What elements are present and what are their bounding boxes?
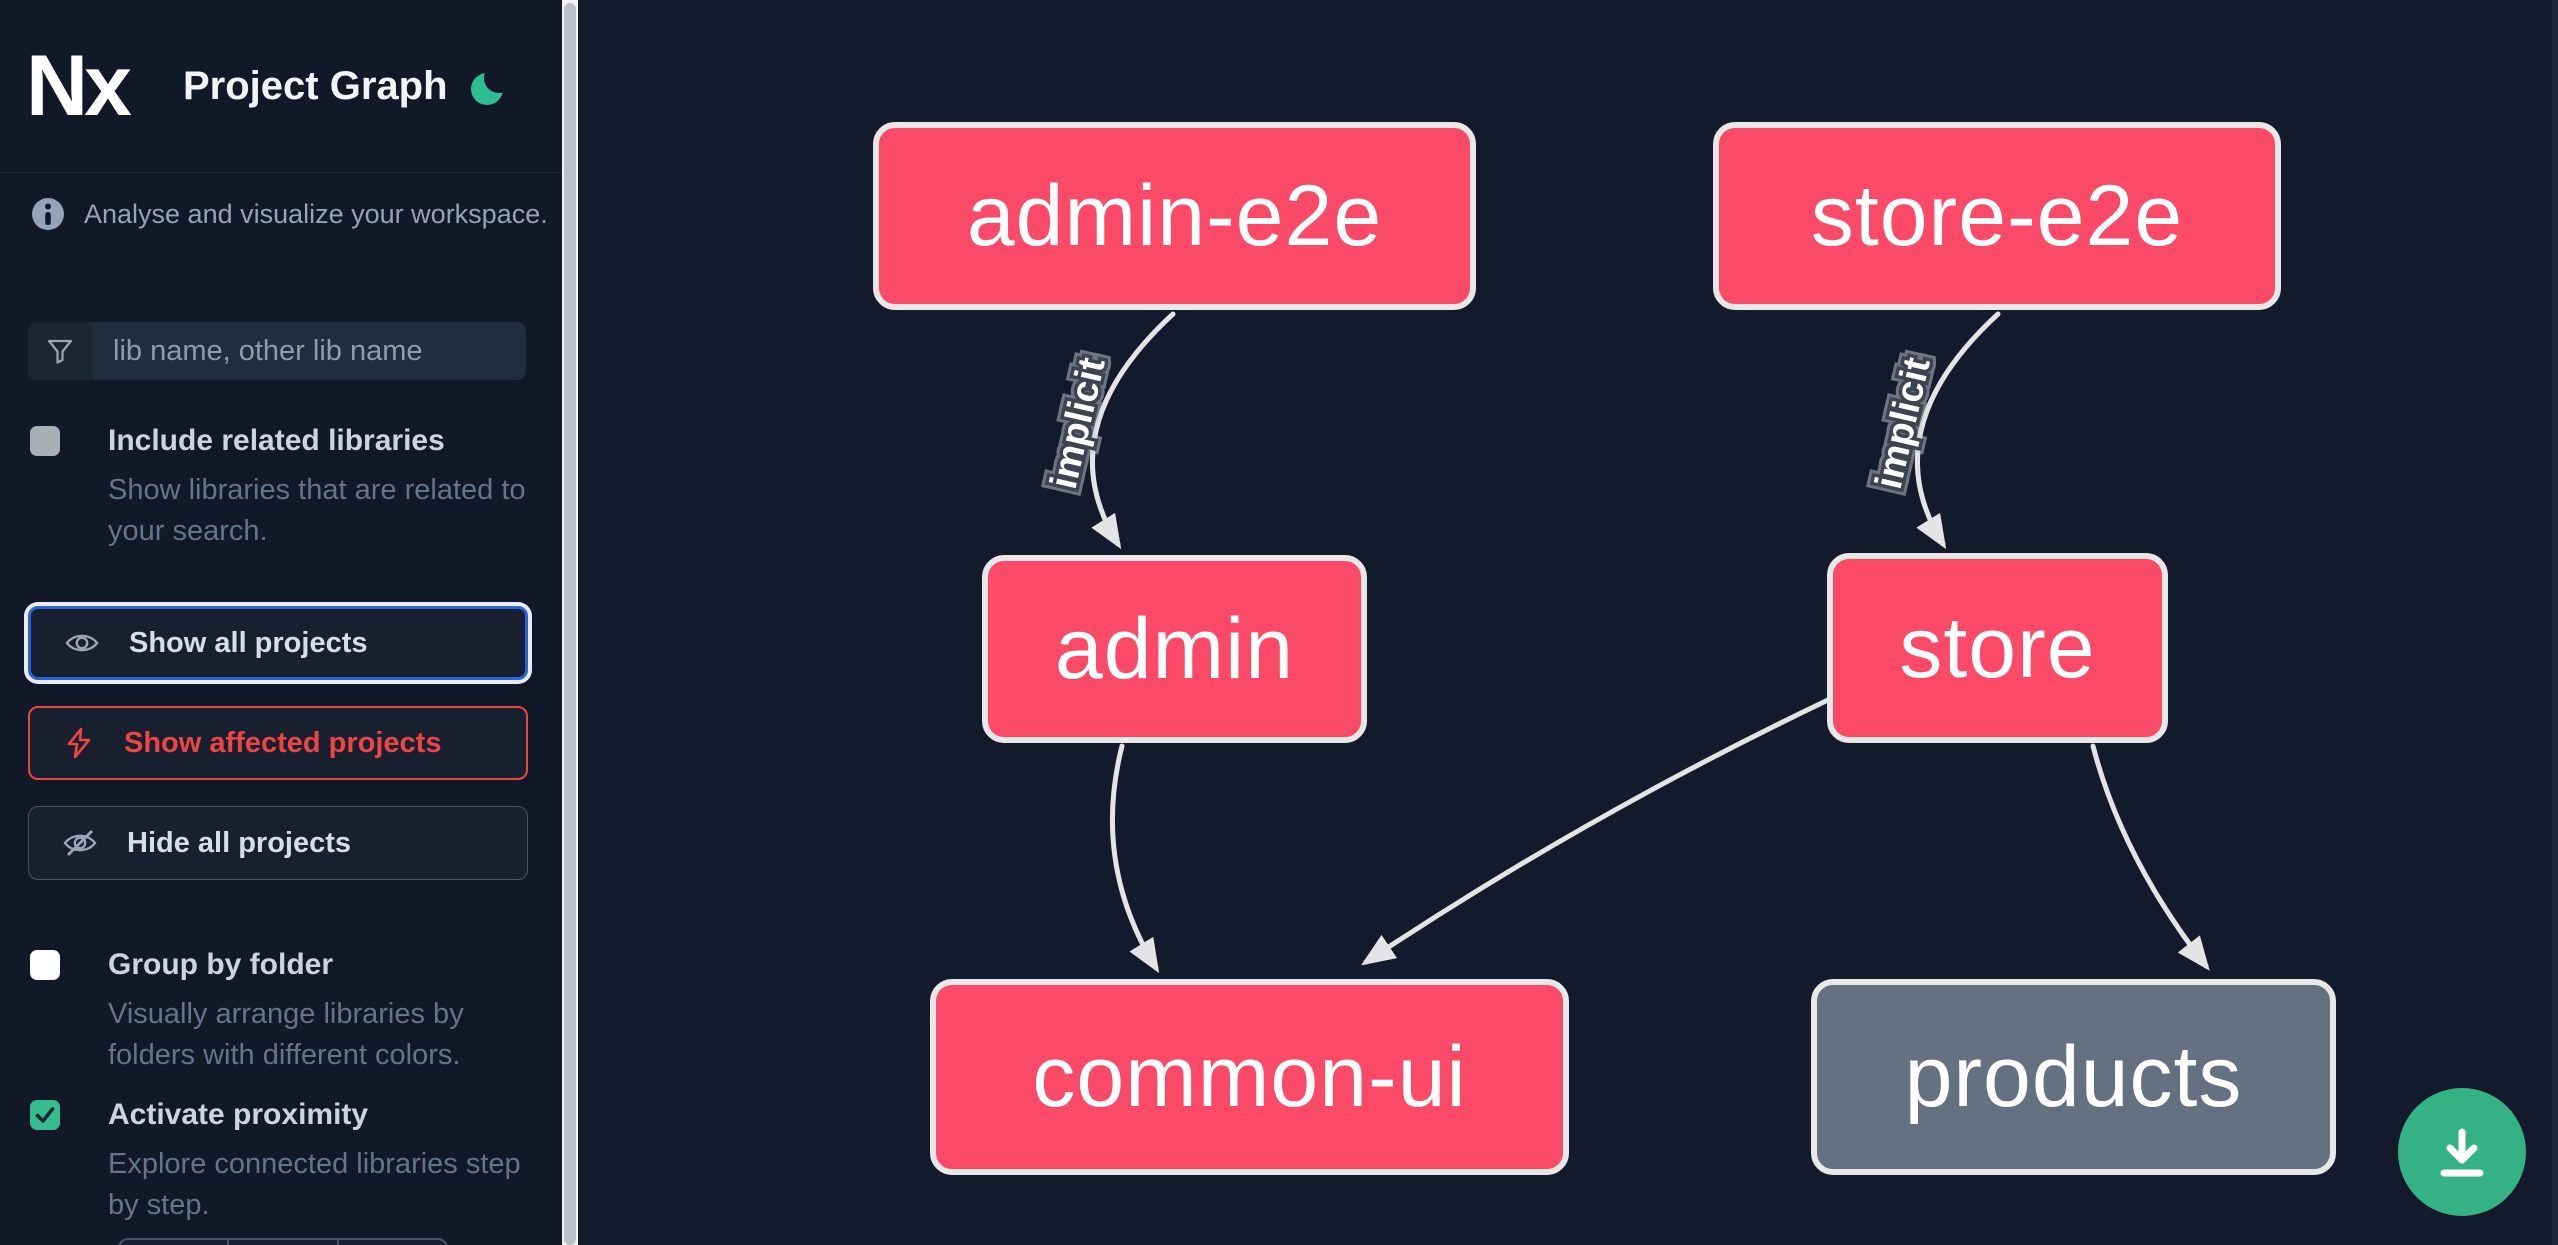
option-activate-proximity: Activate proximity Explore connected lib… — [30, 1098, 530, 1226]
option-description: Show libraries that are related to your … — [108, 474, 526, 547]
edge-label-implicit-halo: implicit — [1868, 353, 1939, 492]
project-node-store-e2e[interactable]: store-e2e — [1713, 122, 2281, 310]
edge-store-to-products — [2090, 743, 2210, 971]
hide-all-projects-button[interactable]: Hide all projects — [28, 806, 528, 880]
option-include-related: Include related libraries Show libraries… — [30, 424, 530, 552]
project-node-admin[interactable]: admin — [982, 555, 1367, 743]
option-description: Visually arrange libraries by folders wi… — [108, 998, 464, 1071]
filter-funnel-icon — [28, 322, 93, 380]
sidebar-scrollbar-thumb[interactable] — [564, 3, 576, 1245]
download-image-button[interactable] — [2398, 1088, 2526, 1216]
check-icon — [35, 1107, 55, 1123]
edge-admin-to-common-ui — [1109, 743, 1160, 974]
project-node-products[interactable]: products — [1811, 979, 2336, 1175]
edge-label-implicit-halo: implicit — [1043, 353, 1114, 492]
activate-proximity-checkbox[interactable] — [30, 1100, 60, 1130]
show-affected-projects-button[interactable]: Show affected projects — [28, 706, 528, 780]
edge-store-e2e-to-store — [1914, 311, 2001, 550]
edge-admin-e2e-to-admin — [1089, 311, 1176, 550]
option-label: Group by folder — [108, 948, 333, 981]
eye-off-icon — [63, 828, 97, 858]
sidebar-scrollbar-track — [562, 0, 578, 1245]
proximity-decrement[interactable] — [120, 1240, 230, 1245]
lightning-bolt-icon — [64, 727, 94, 759]
project-node-common-ui[interactable]: common-ui — [930, 979, 1569, 1175]
download-icon — [2440, 1128, 2484, 1177]
page-title: Project Graph — [183, 64, 448, 108]
sidebar: Nx Project Graph Analyse and visualize y… — [0, 0, 562, 1245]
option-label: Include related libraries — [108, 424, 445, 457]
search-input[interactable] — [93, 322, 526, 380]
theme-toggle-button[interactable] — [468, 63, 514, 110]
button-label: Show affected projects — [124, 726, 442, 759]
nx-logo: Nx — [26, 38, 132, 134]
workspace-tagline: Analyse and visualize your workspace. — [84, 198, 548, 229]
eye-icon — [65, 630, 99, 656]
workspace-tagline-row: Analyse and visualize your workspace. — [30, 196, 550, 232]
option-description: Explore connected libraries step by step… — [108, 1148, 521, 1221]
proximity-stepper[interactable] — [118, 1238, 448, 1245]
include-related-checkbox[interactable] — [30, 426, 60, 456]
option-group-by-folder: Group by folder Visually arrange librari… — [30, 948, 530, 1076]
proximity-increment[interactable] — [339, 1240, 446, 1245]
page-scrollbar[interactable] — [2552, 0, 2558, 1245]
option-label: Activate proximity — [108, 1098, 369, 1131]
edge-store-to-common-ui — [1361, 697, 1831, 966]
show-all-projects-button[interactable]: Show all projects — [28, 606, 528, 680]
project-node-store[interactable]: store — [1827, 553, 2168, 743]
edge-label-implicit: implicit — [1043, 353, 1114, 492]
edge-label-implicit: implicit — [1868, 353, 1939, 492]
group-by-folder-checkbox[interactable] — [30, 950, 60, 980]
proximity-value — [229, 1240, 339, 1245]
moon-icon — [471, 63, 514, 105]
button-label: Hide all projects — [127, 826, 352, 859]
info-icon — [32, 198, 64, 230]
sidebar-header: Nx Project Graph — [0, 0, 562, 173]
button-label: Show all projects — [129, 626, 368, 659]
project-node-admin-e2e[interactable]: admin-e2e — [873, 122, 1476, 310]
project-filter-search — [28, 322, 526, 380]
